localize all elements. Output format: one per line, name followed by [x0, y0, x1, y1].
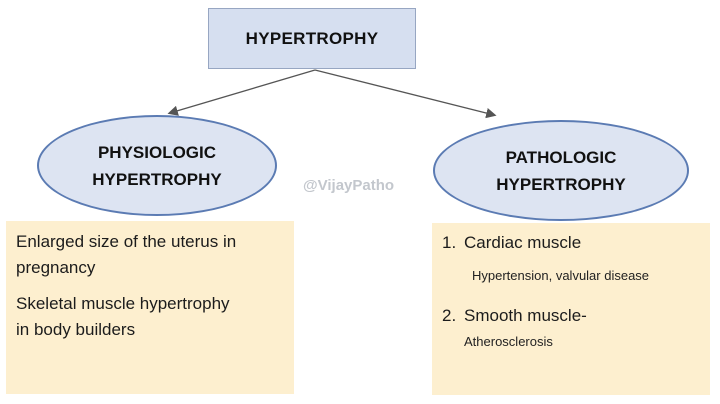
pathologic-example-smooth-muscle-detail: Atherosclerosis — [464, 334, 553, 349]
example-line: pregnancy — [16, 258, 96, 277]
physiologic-examples-panel: Enlarged size of the uterus in pregnancy… — [6, 221, 294, 394]
example-line: Skeletal muscle hypertrophy — [16, 294, 230, 313]
arrow-to-physiologic — [167, 69, 316, 116]
list-number: 1. — [442, 233, 457, 252]
example-line: Enlarged size of the uterus in — [16, 232, 237, 251]
pathologic-node: PATHOLOGIC HYPERTROPHY — [433, 120, 689, 221]
physiologic-node: PHYSIOLOGIC HYPERTROPHY — [37, 115, 277, 216]
pathologic-example-cardiac-detail: Hypertension, valvular disease — [472, 268, 650, 283]
root-node-label: HYPERTROPHY — [245, 28, 379, 48]
physiologic-title-line1: PHYSIOLOGIC — [97, 142, 217, 162]
pathologic-example-cardiac: 1. Cardiac muscle — [442, 233, 581, 253]
pathologic-examples-panel: 1. Cardiac muscle Hypertension, valvular … — [432, 223, 710, 395]
pathologic-title-line2: HYPERTROPHY — [496, 174, 626, 194]
watermark: @VijayPatho — [303, 177, 395, 194]
pathologic-example-smooth-muscle: 2. Smooth muscle- — [442, 306, 587, 326]
physiologic-example-skeletal-muscle: Skeletal muscle hypertrophy in body buil… — [16, 291, 284, 343]
root-node-hypertrophy: HYPERTROPHY — [208, 8, 416, 69]
example-label: Smooth muscle- — [464, 306, 587, 325]
physiologic-title-line2: HYPERTROPHY — [92, 169, 222, 189]
example-line: in body builders — [16, 320, 136, 339]
physiologic-example-uterus: Enlarged size of the uterus in pregnancy — [16, 229, 284, 281]
arrow-to-pathologic — [314, 69, 497, 119]
pathologic-title-line1: PATHOLOGIC — [505, 147, 617, 167]
list-number: 2. — [442, 306, 457, 325]
example-label: Cardiac muscle — [464, 233, 582, 252]
